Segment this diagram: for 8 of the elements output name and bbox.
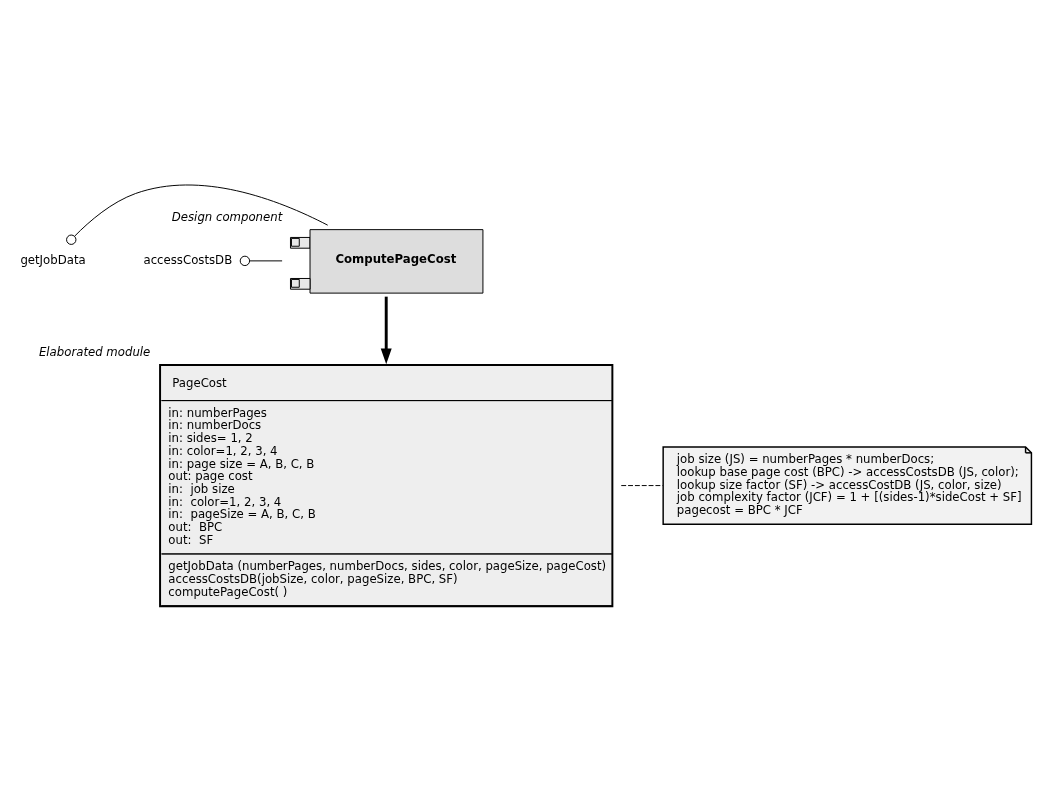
connector (620, 485, 664, 487)
node-label: Design component (171, 209, 283, 224)
connector (66, 184, 329, 245)
node-label: Elaborated module (38, 344, 151, 359)
connector (239, 255, 283, 267)
node-text: accessCostsDB (143, 252, 233, 267)
arrow (380, 296, 392, 365)
node-text: getJobData (20, 252, 86, 267)
